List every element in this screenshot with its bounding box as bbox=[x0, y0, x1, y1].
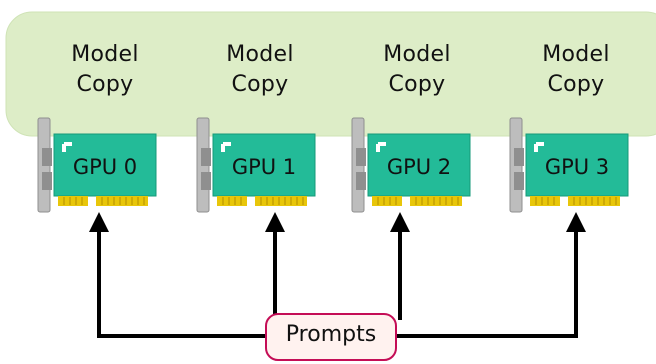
arrowhead-gpu-2 bbox=[390, 212, 410, 232]
model-copy-label-2: Model Copy bbox=[383, 42, 451, 97]
model-copy-label-3: Model Copy bbox=[542, 42, 610, 97]
model-copy-label-1: Model Copy bbox=[226, 42, 294, 97]
arrowheads bbox=[89, 212, 586, 232]
model-copy-label-0: Model Copy bbox=[71, 42, 139, 97]
gpu-card-1 bbox=[196, 117, 316, 213]
gpu-card-2 bbox=[351, 117, 471, 213]
arrowhead-gpu-1 bbox=[265, 212, 285, 232]
gpu-label-3: GPU 3 bbox=[544, 155, 610, 179]
gpu-label-2: GPU 2 bbox=[386, 155, 452, 179]
gpu-label-0: GPU 0 bbox=[72, 155, 138, 179]
connector-to-gpu-0 bbox=[97, 230, 268, 338]
gpu-label-1: GPU 1 bbox=[231, 155, 297, 179]
prompts-box bbox=[265, 313, 397, 361]
gpu-card-0 bbox=[37, 117, 157, 213]
prompt-connectors bbox=[97, 230, 578, 338]
gpu-card-3 bbox=[509, 117, 629, 213]
arrowhead-gpu-3 bbox=[566, 212, 586, 232]
connector-to-gpu-3 bbox=[395, 230, 578, 338]
model-copy-band bbox=[5, 11, 656, 137]
arrowhead-gpu-0 bbox=[89, 212, 109, 232]
prompts-label: Prompts bbox=[285, 322, 377, 347]
